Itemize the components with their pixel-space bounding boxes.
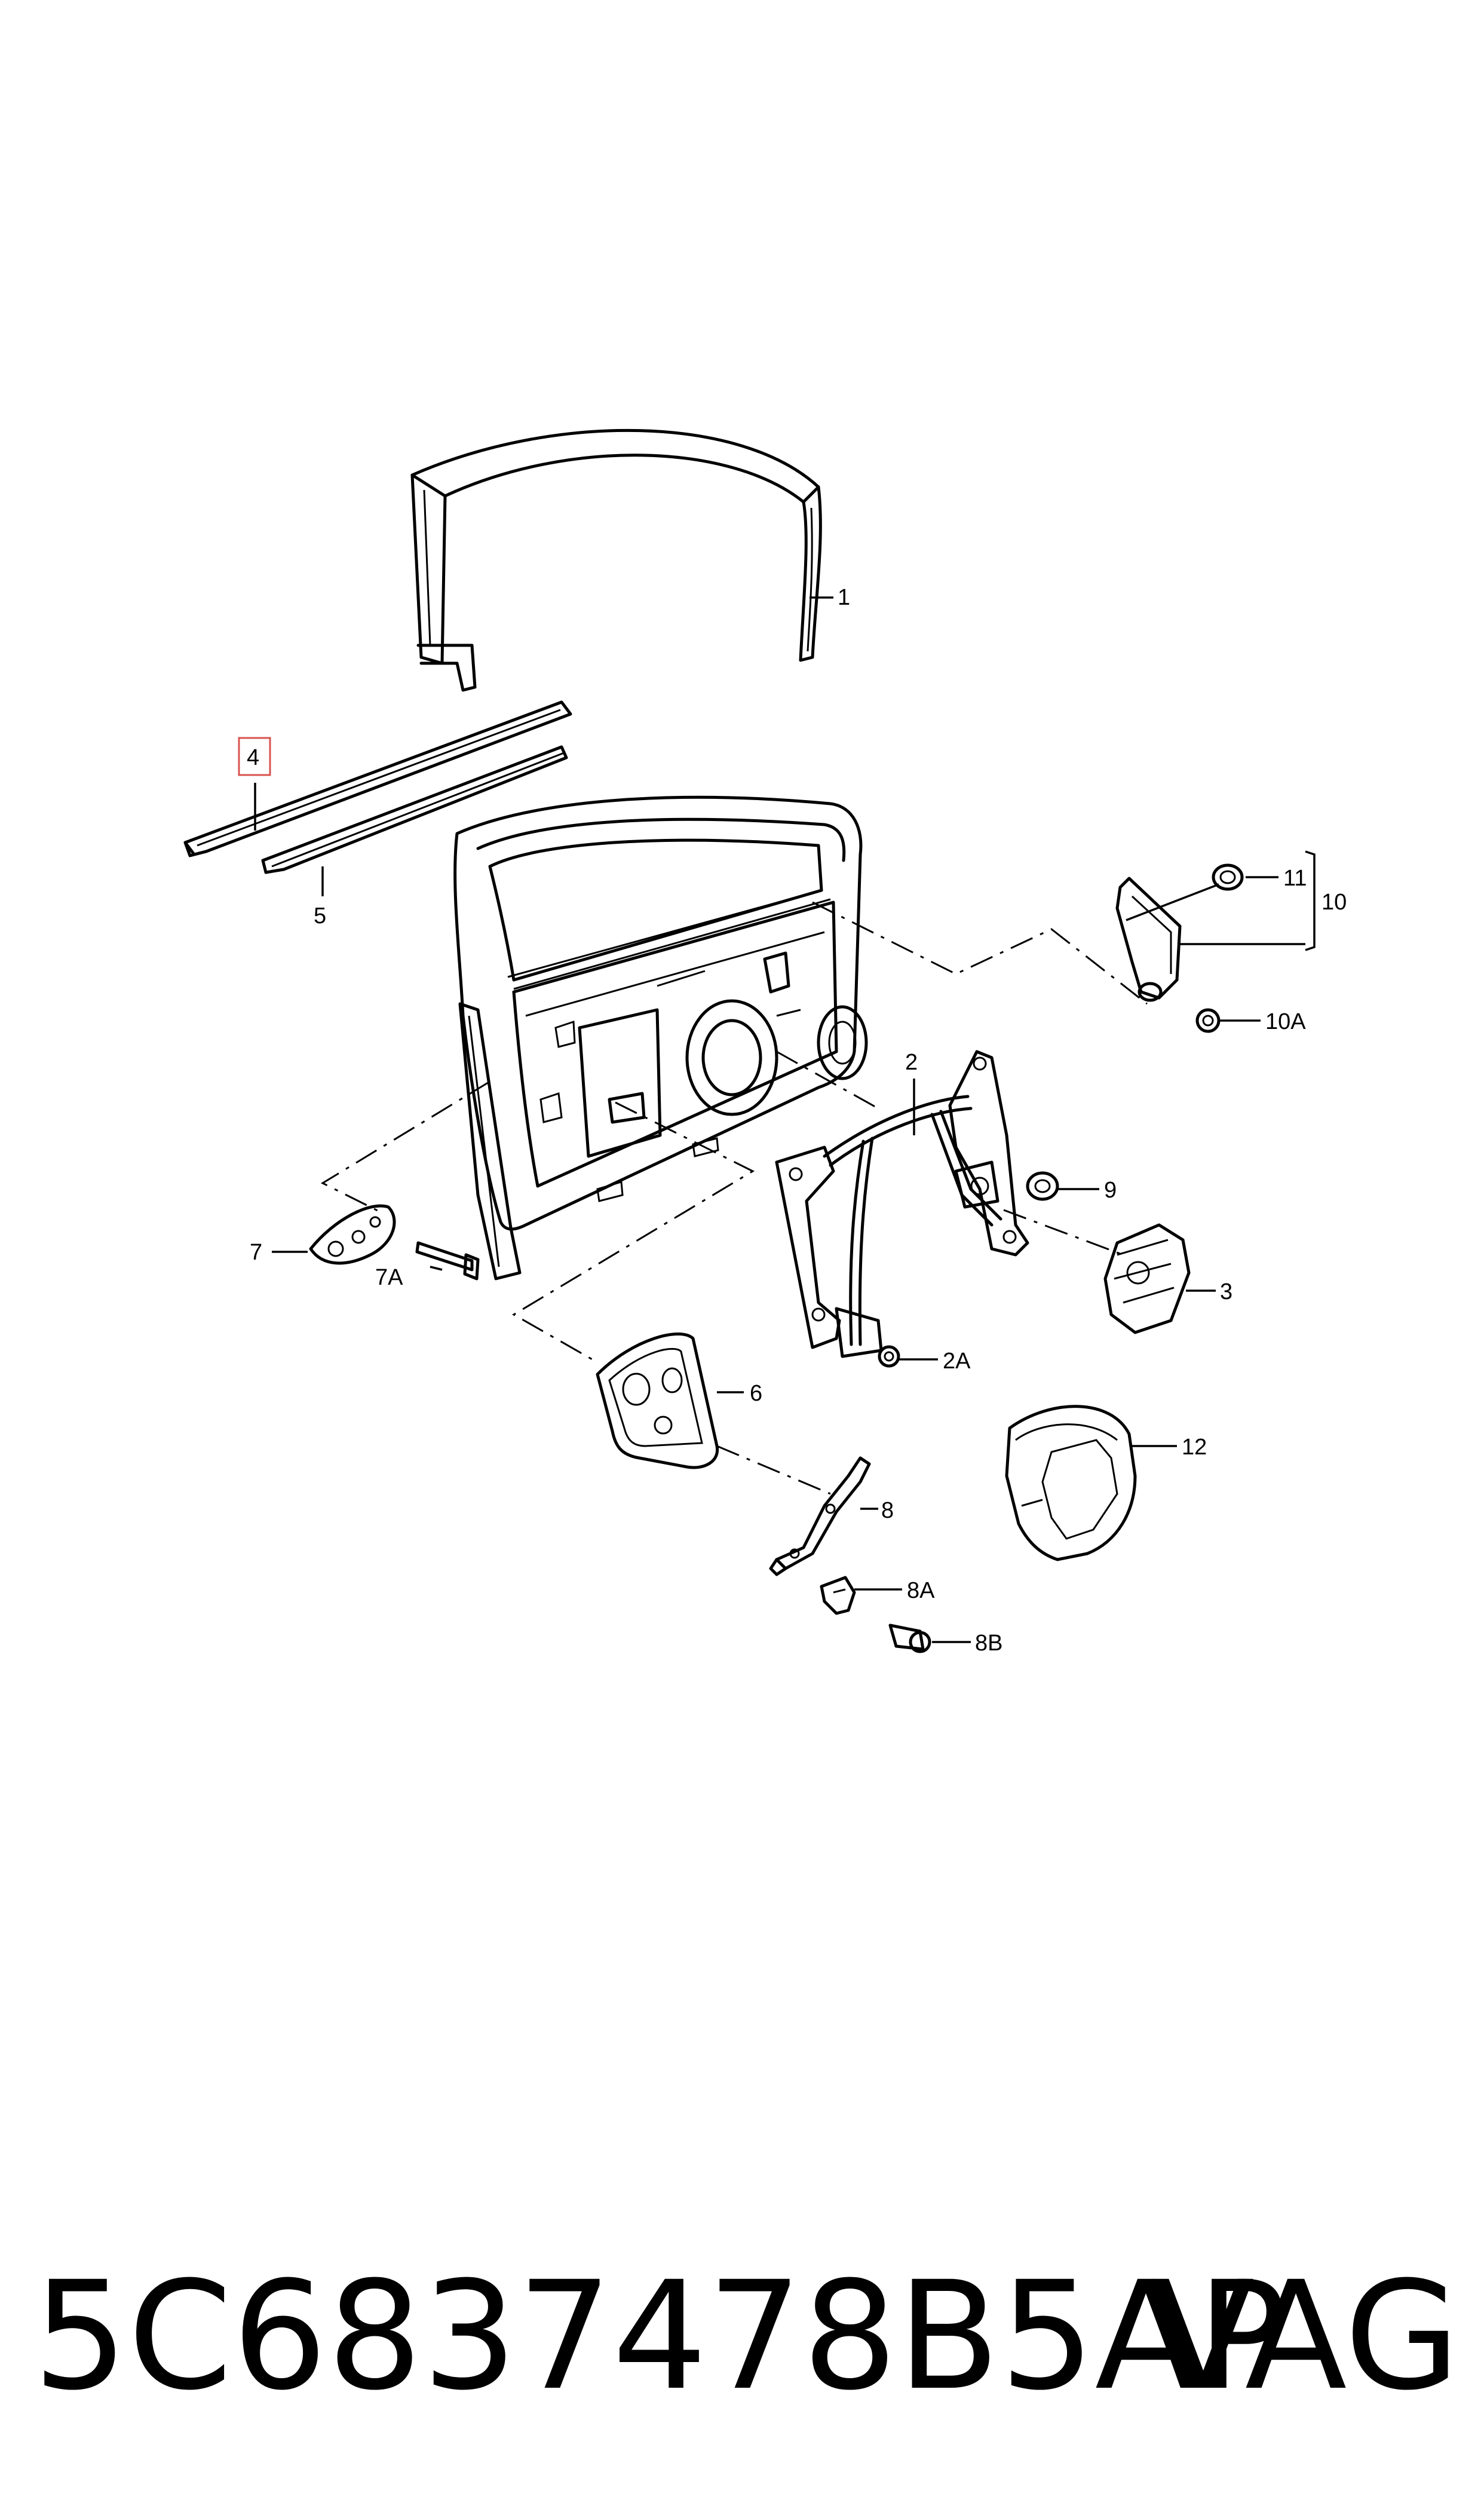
part-5-window-strip-inner (261, 745, 568, 874)
callout-5: 5 (314, 903, 326, 929)
part-7a-bolt (415, 1241, 480, 1281)
part-10-bracket (1115, 877, 1182, 1002)
callout-4: 4 (247, 745, 259, 770)
door-shell (453, 795, 868, 1281)
part-11-washer (1212, 863, 1244, 891)
dashdot-6-to-8 (716, 1445, 831, 1495)
dashdot-door-to-2 (776, 1050, 879, 1110)
callout-11: 11 (1283, 866, 1307, 891)
part-number: 5C6837478B5AP (33, 2249, 1287, 2423)
callout-10: 10 (1322, 890, 1347, 915)
callout-2: 2 (905, 1050, 918, 1075)
callout-8: 8 (881, 1498, 894, 1523)
dashdot-door-to-6 (512, 1101, 755, 1364)
part-8a-clip (820, 1576, 856, 1615)
dashdot-door-to-7 (320, 1080, 490, 1214)
part-8b-screw (888, 1623, 931, 1653)
part-7-cover-plate (309, 1204, 396, 1265)
footer: 5C6837478B5AP VAG (0, 2247, 1484, 2426)
leader-7a (430, 1266, 443, 1271)
dashdot-door-to-10 (812, 901, 1148, 1005)
callout-8b: 8B (975, 1631, 1002, 1656)
callout-7a: 7A (375, 1265, 403, 1290)
part-12-foam-insulation (1005, 1405, 1137, 1561)
part-10a-nut (1195, 1008, 1221, 1033)
part-4-window-strip-outer (183, 700, 572, 857)
leader-11-to-bracket (1126, 883, 1219, 921)
part-1-window-seal (410, 428, 822, 692)
callout-3: 3 (1220, 1279, 1232, 1304)
callout-2a: 2A (943, 1349, 971, 1374)
callout-1: 1 (838, 585, 850, 610)
callout-9: 9 (1104, 1178, 1117, 1203)
part-6-panel-seal (596, 1332, 719, 1469)
bracket-10 (1305, 850, 1316, 951)
part-9-grommet (1026, 1171, 1059, 1201)
part-2-window-regulator (775, 1050, 1029, 1358)
callout-7: 7 (250, 1240, 262, 1265)
callout-10a: 10A (1265, 1009, 1306, 1034)
brand-name: VAG (1152, 2249, 1460, 2423)
callout-4-highlight-box (238, 737, 271, 776)
part-3-window-motor (1103, 1223, 1191, 1334)
part-2a-nut (878, 1345, 900, 1368)
callout-8a: 8A (907, 1578, 935, 1603)
part-8-bracket-strip (769, 1456, 871, 1576)
dashdot-2-to-3 (1003, 1209, 1124, 1256)
callout-12: 12 (1182, 1435, 1207, 1460)
callout-6: 6 (750, 1381, 762, 1406)
